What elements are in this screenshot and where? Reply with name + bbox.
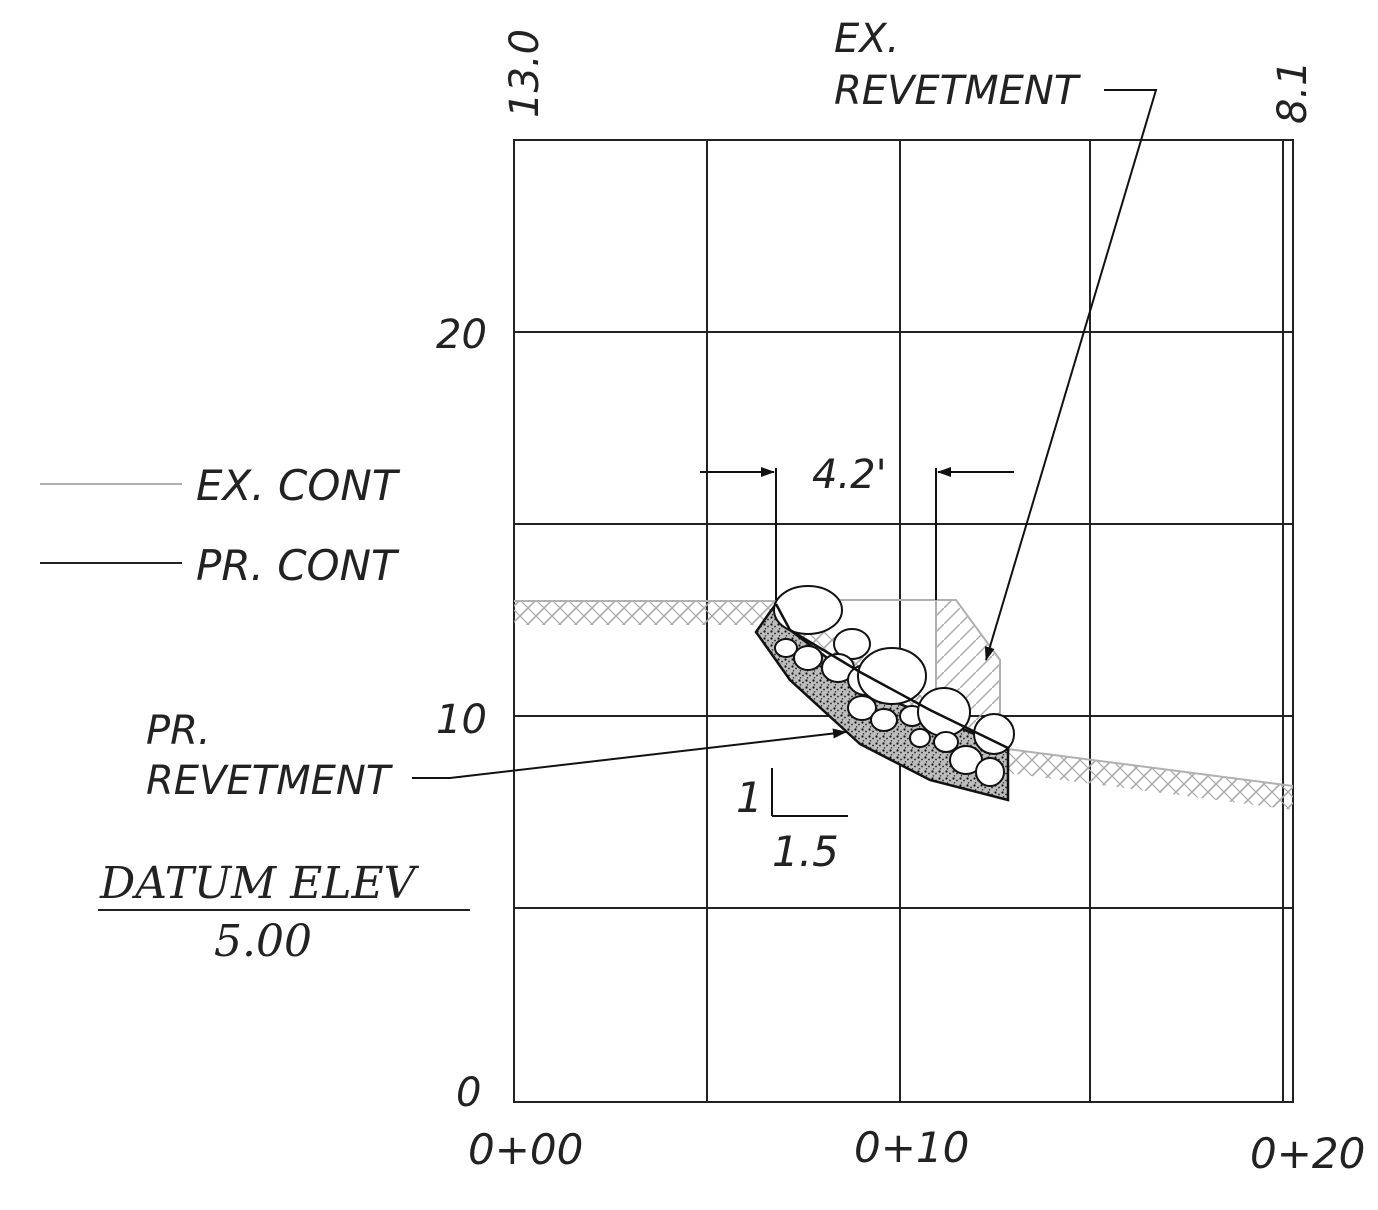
ex-revetment-label-line1: EX. xyxy=(834,16,899,62)
legend-existing-label: EX. CONT xyxy=(196,461,401,510)
width-dimension-label: 4.2' xyxy=(812,452,887,498)
right-station-elev: 8.1 xyxy=(1270,60,1316,124)
y-tick-label: 0 xyxy=(456,1070,481,1116)
ex-revetment-leader xyxy=(984,89,1158,661)
pr-revetment-label-line2: REVETMENT xyxy=(146,758,394,804)
y-tick-label: 10 xyxy=(436,697,487,743)
datum-value: 5.00 xyxy=(214,916,312,967)
datum-title: DATUM ELEV xyxy=(99,858,420,909)
slope-run-label: 1.5 xyxy=(772,827,839,876)
proposed-revetment xyxy=(754,585,1015,802)
x-tick-label: 0+20 xyxy=(1250,1129,1365,1178)
width-dimension xyxy=(700,467,1014,600)
datum-block: DATUM ELEV 5.00 xyxy=(98,858,470,967)
ex-revetment-label-line2: REVETMENT xyxy=(834,68,1082,114)
x-tick-label: 0+10 xyxy=(854,1123,969,1172)
legend: EX. CONT PR. CONT xyxy=(40,461,401,590)
slope-rise-label: 1 xyxy=(736,773,763,822)
pr-revetment-label-line1: PR. xyxy=(146,708,211,754)
y-tick-label: 20 xyxy=(436,312,487,358)
legend-proposed-label: PR. CONT xyxy=(196,541,400,590)
pr-revetment-leader xyxy=(412,728,847,779)
armor-stones xyxy=(773,585,1015,787)
grid xyxy=(513,139,1294,1103)
slope-indicator xyxy=(771,768,848,817)
left-station-elev: 13.0 xyxy=(502,29,548,118)
x-tick-label: 0+00 xyxy=(468,1125,583,1174)
